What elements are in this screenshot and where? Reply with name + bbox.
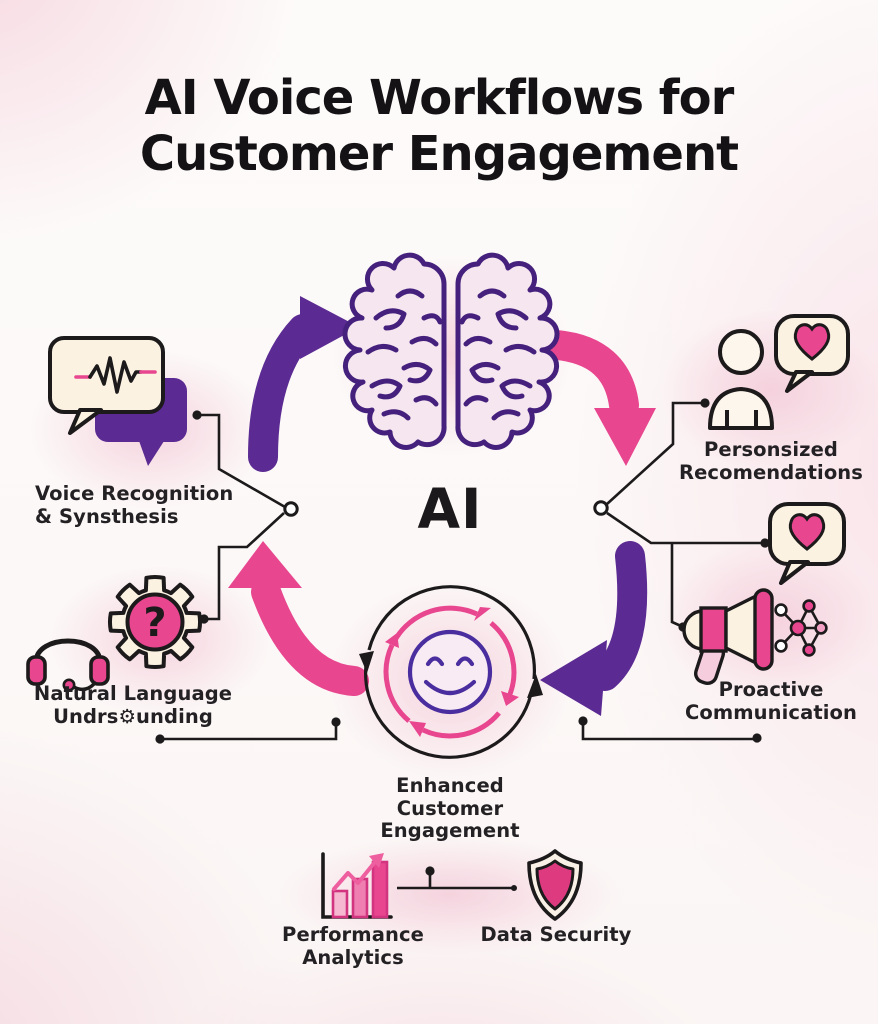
title-line-2: Customer Engagement <box>139 126 739 182</box>
trend-arrowhead <box>369 853 384 868</box>
waveform-line <box>88 356 143 394</box>
gear-question-mark: ? <box>143 600 166 646</box>
mic-boom <box>72 682 96 692</box>
chart-axes <box>321 852 393 919</box>
mic-tip <box>62 678 76 692</box>
outer-cycle-ring <box>363 585 537 759</box>
pink-cycle-ring <box>383 605 517 739</box>
megaphone-back <box>682 609 705 651</box>
pink-ring-arrowheads <box>385 607 519 737</box>
title-line-1: AI Voice Workflows for <box>144 70 735 126</box>
left-junction-node <box>283 501 299 517</box>
connector-lines <box>155 398 770 891</box>
label-personalized-recommendations: Personsized Recomendations <box>678 438 864 484</box>
arrow-down-to-engagement <box>540 541 648 716</box>
shield-inner <box>535 859 575 911</box>
bar-chart-icon <box>321 852 393 919</box>
outer-ring-arrowhead-left <box>359 651 374 673</box>
label-proactive-communication: Proactive Communication <box>684 678 858 724</box>
network-icon <box>774 599 828 657</box>
arrow-engagement-to-left <box>228 541 369 696</box>
smiley-cycle-icon <box>359 585 543 759</box>
heart-shape <box>788 513 826 551</box>
megaphone-bell <box>753 588 774 671</box>
chat-bubbles-waveform-icon <box>48 336 187 466</box>
brain-icon <box>342 252 560 450</box>
shield-icon <box>527 849 583 921</box>
trend-line <box>332 860 377 891</box>
heart-speech-bubble-icon <box>774 314 850 393</box>
smiley-left-eye <box>425 656 445 667</box>
headphones-icon <box>26 638 110 692</box>
waveform-chat-bubble <box>48 336 165 435</box>
label-data-security: Data Security <box>480 923 632 946</box>
brain-right-hemisphere <box>455 252 560 450</box>
smiley-face <box>407 629 493 715</box>
label-voice-recognition: Voice Recognition & Synsthesis <box>35 482 234 528</box>
label-enhanced-customer-engagement: Enhanced Customer Engagement <box>380 774 520 842</box>
cycle-arrows <box>228 296 656 716</box>
heart-speech-bubble-icon-2 <box>768 502 846 585</box>
right-junction-node <box>593 500 609 516</box>
label-natural-language: Natural Language Undrs⚙unding <box>33 682 233 728</box>
person-icon <box>708 329 774 430</box>
label-performance-analytics: Performance Analytics <box>282 923 424 969</box>
arrow-brain-to-right <box>542 330 656 466</box>
smiley-mouth <box>423 679 477 696</box>
page-title: AI Voice Workflows for Customer Engageme… <box>0 70 878 182</box>
smiley-right-eye <box>455 656 475 667</box>
arrow-up-to-brain <box>248 296 359 472</box>
heart-shape <box>793 323 831 361</box>
brain-left-hemisphere <box>342 252 447 450</box>
gear-question-icon: ? <box>107 574 203 670</box>
megaphone-icon <box>682 588 774 685</box>
outer-ring-arrowhead-right <box>527 674 543 698</box>
ai-center-label: AI <box>417 477 483 541</box>
